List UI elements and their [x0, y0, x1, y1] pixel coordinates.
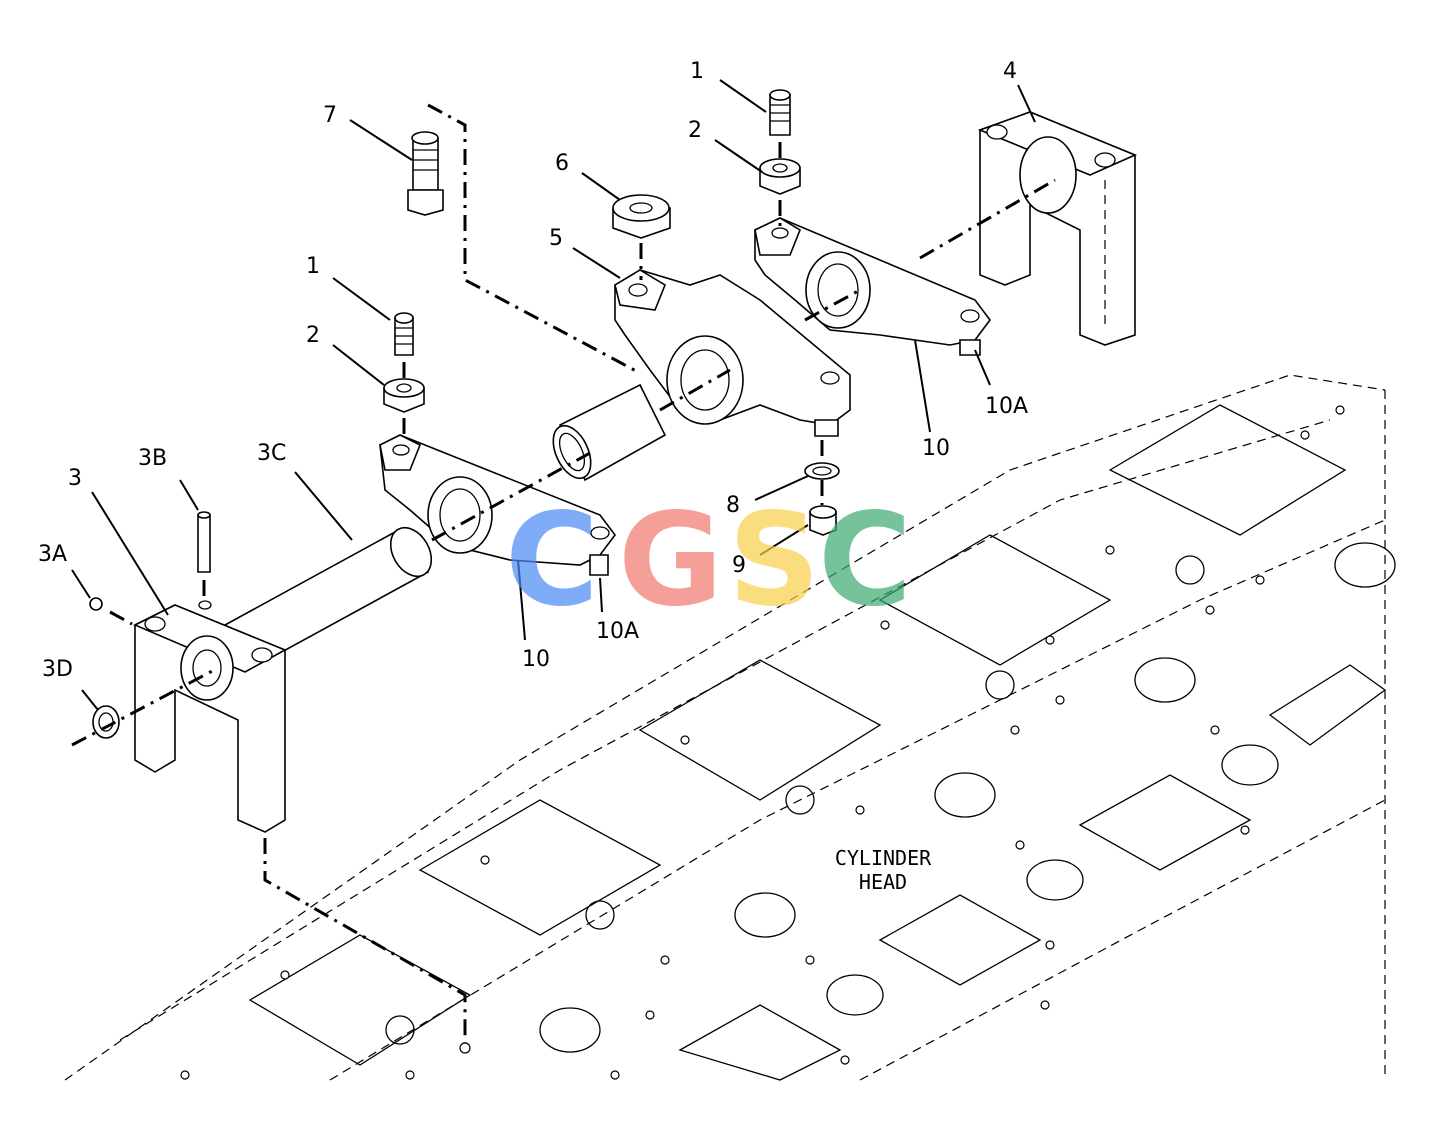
- cylinder-head-label-line1: CYLINDER: [835, 846, 932, 870]
- washer-6: [612, 194, 671, 239]
- adjusting-screw-1-left: [394, 312, 414, 356]
- ball-3a: [89, 597, 103, 611]
- rocker-arm-5: [614, 269, 851, 437]
- button-9: [809, 505, 837, 536]
- callout-10a-left: 10A: [596, 619, 639, 644]
- dowel-pin-3b: [197, 511, 211, 573]
- watermark-letter-c1: C: [505, 486, 599, 635]
- callout-5: 5: [549, 226, 563, 251]
- callout-1-top: 1: [690, 59, 704, 84]
- adjusting-screw-1-top: [769, 89, 791, 136]
- callout-3a: 3A: [38, 542, 67, 567]
- lock-nut-2-left: [383, 378, 425, 413]
- shaft-support-3: [133, 600, 287, 833]
- callout-leaders: [71, 79, 1036, 711]
- seal-8: [804, 462, 840, 480]
- cylinder-head: [64, 374, 1396, 1081]
- callout-7: 7: [323, 103, 337, 128]
- callout-2-left: 2: [306, 323, 320, 348]
- callout-labels: 1 2 4 7 6 5 1 2 10A 10 3C 3B 3 3A 3D 8 9…: [38, 59, 1028, 682]
- bolt-7: [407, 131, 444, 216]
- callout-2-top: 2: [688, 118, 702, 143]
- assembly-lines: [71, 103, 1056, 1054]
- cylinder-head-label-line2: HEAD: [859, 870, 907, 894]
- callout-4: 4: [1003, 59, 1017, 84]
- rocker-shaft-sleeve: [552, 383, 667, 482]
- shaft-support-4: [977, 111, 1138, 346]
- lock-nut-2-top: [759, 158, 801, 195]
- cylinder-head-label: CYLINDER HEAD: [835, 846, 932, 894]
- watermark-logo: C G S C: [505, 486, 912, 635]
- callout-3d: 3D: [42, 657, 73, 682]
- callout-9: 9: [732, 553, 746, 578]
- callout-3c: 3C: [257, 441, 286, 466]
- callout-1-left: 1: [306, 254, 320, 279]
- watermark-letter-s: S: [728, 486, 820, 635]
- callout-10a-right: 10A: [985, 394, 1028, 419]
- rocker-arm-10-right: [754, 217, 991, 356]
- callout-3b: 3B: [138, 446, 167, 471]
- watermark-letter-c2: C: [818, 486, 912, 635]
- callout-10-left: 10: [522, 647, 550, 672]
- callout-8: 8: [726, 493, 740, 518]
- watermark-letter-g: G: [618, 486, 723, 635]
- callout-6: 6: [555, 151, 569, 176]
- callout-3: 3: [68, 466, 82, 491]
- callout-10-right: 10: [922, 436, 950, 461]
